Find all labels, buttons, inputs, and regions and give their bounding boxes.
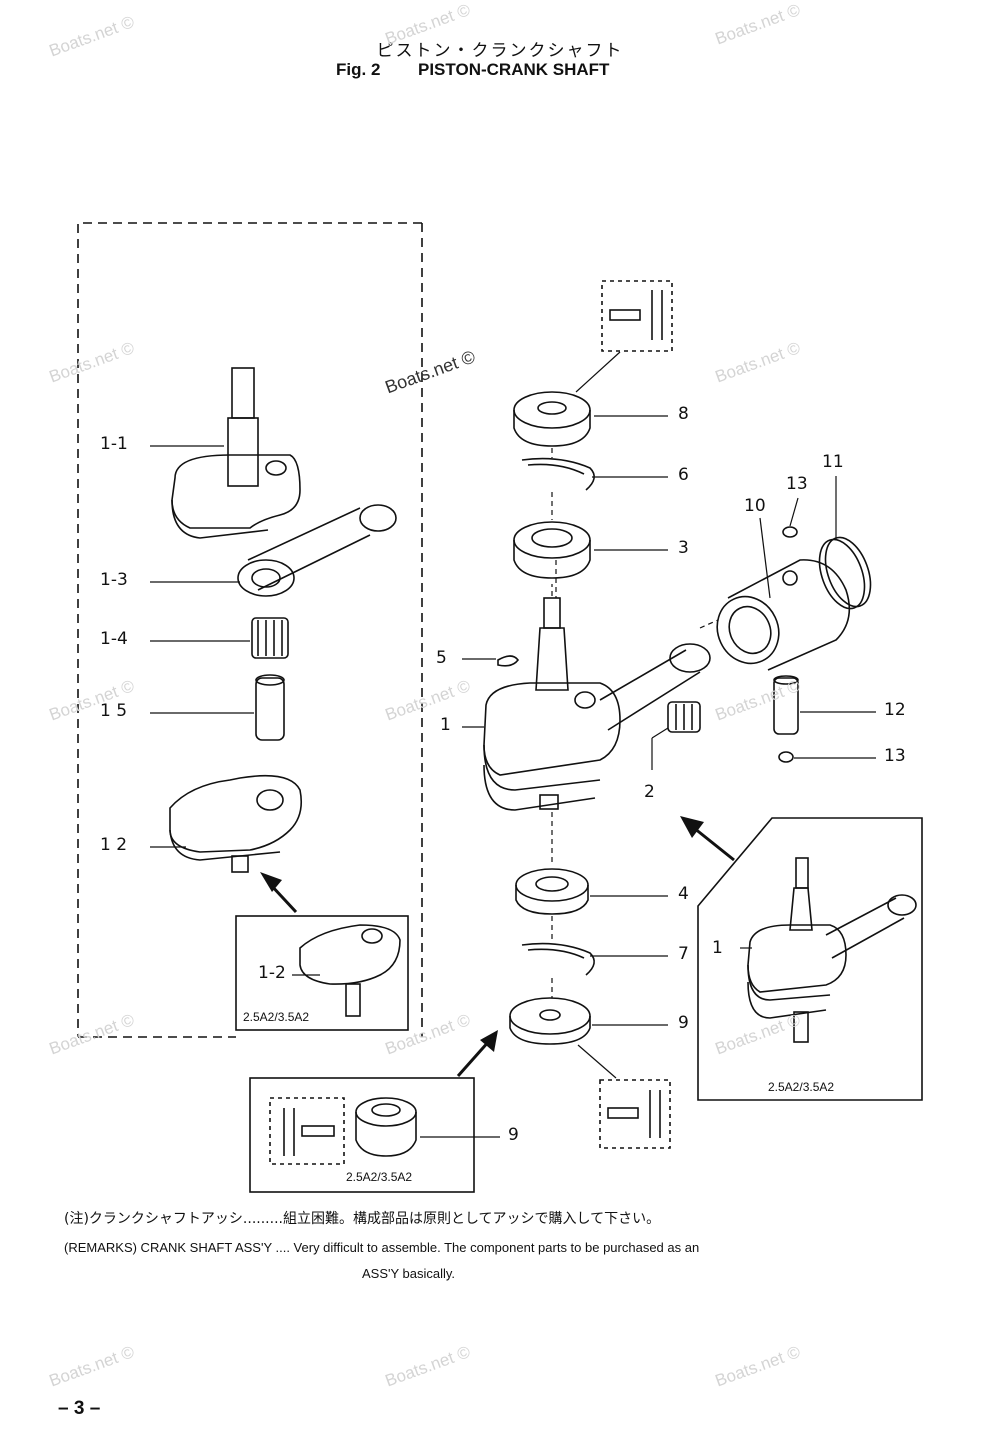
callout-13-upper: 13 xyxy=(786,474,808,494)
callout-11: 11 xyxy=(822,452,844,472)
detail-sketch-inset xyxy=(283,1108,335,1156)
inset-box-crankshaft xyxy=(697,817,923,1101)
inset-part-crank-half xyxy=(299,924,401,1017)
inset-box-oil-seal xyxy=(249,1077,475,1193)
callout-13-lower: 13 xyxy=(884,746,906,766)
detail-sketch-top xyxy=(609,290,663,340)
inset-label-left: 2.5A2/3.5A2 xyxy=(243,1010,310,1024)
title-japanese: ピストン・クランクシャフト xyxy=(376,41,624,61)
callout-6: 6 xyxy=(678,465,689,485)
inset-label-right: 2.5A2/3.5A2 xyxy=(768,1080,835,1094)
figure-number: Fig. 2 xyxy=(336,60,381,79)
callout-1-2-inset: 1-2 xyxy=(258,963,286,983)
callout-1-2: 1 2 xyxy=(100,835,128,855)
inset-crankshaft-drawing xyxy=(747,857,917,1043)
remarks-english-line1: (REMARKS) CRANK SHAFT ASS'Y .... Very di… xyxy=(64,1240,700,1255)
callout-5: 5 xyxy=(436,648,447,668)
part-needle-bearing xyxy=(251,617,289,659)
callout-12: 12 xyxy=(884,700,906,720)
part-small-needle-bearing xyxy=(667,701,701,733)
arrow-head-1 xyxy=(260,872,282,892)
detail-box-bottom xyxy=(599,1079,671,1149)
callout-1: 1 xyxy=(440,715,451,735)
figure-title: PISTON-CRANK SHAFT xyxy=(418,60,610,79)
part-pin-clip-upper xyxy=(782,526,798,538)
part-ball-bearing-lower xyxy=(515,868,589,915)
part-crank-pin xyxy=(255,674,285,741)
inset-label-center: 2.5A2/3.5A2 xyxy=(346,1170,413,1184)
part-circlip-upper xyxy=(521,457,595,491)
leader-lines xyxy=(150,351,876,1138)
part-oil-seal-lower xyxy=(509,997,591,1045)
assembly-dashed-box xyxy=(77,222,422,1037)
callout-1-4: 1-4 xyxy=(100,629,128,649)
detail-box-inset xyxy=(269,1097,345,1165)
remarks-japanese: (注)クランクシャフトアッシ.........組立困難。構成部品は原則としてアッ… xyxy=(64,1211,661,1227)
arrow-head-2 xyxy=(480,1030,498,1052)
part-crank-half-upper xyxy=(171,367,301,539)
direction-arrows xyxy=(268,826,735,1077)
callout-1-1: 1-1 xyxy=(100,434,128,454)
part-connecting-rod xyxy=(237,504,397,597)
page-number: – 3 – xyxy=(58,1398,101,1419)
detail-sketch-bottom xyxy=(607,1090,661,1138)
callout-2: 2 xyxy=(644,782,655,802)
part-piston xyxy=(716,559,851,671)
callout-1-inset: 1 xyxy=(712,938,723,958)
inset-box-crank-lower xyxy=(235,915,409,1031)
callout-1-5: 1 5 xyxy=(100,701,128,721)
part-ball-bearing-upper xyxy=(513,521,591,579)
part-oil-seal-upper xyxy=(513,391,591,447)
callout-10: 10 xyxy=(744,496,766,516)
detail-box-top xyxy=(601,280,673,352)
part-crankshaft-assy xyxy=(483,597,711,811)
callout-1-3: 1-3 xyxy=(100,570,128,590)
part-woodruff-key xyxy=(497,655,520,667)
callout-7: 7 xyxy=(678,944,689,964)
part-crank-half-lower xyxy=(169,774,303,873)
part-piston-pin xyxy=(773,675,799,735)
callout-9-inset: 9 xyxy=(508,1125,519,1145)
callout-3: 3 xyxy=(678,538,689,558)
callout-9: 9 xyxy=(678,1013,689,1033)
inset-oil-seal-drawing xyxy=(355,1097,417,1157)
arrow-head-3 xyxy=(680,816,704,838)
callout-8: 8 xyxy=(678,404,689,424)
remarks-english-line2: ASS'Y basically. xyxy=(362,1266,456,1281)
part-piston-ring xyxy=(818,536,872,610)
part-pin-clip-lower xyxy=(778,751,794,763)
callout-4: 4 xyxy=(678,884,689,904)
part-circlip-lower xyxy=(521,942,595,976)
